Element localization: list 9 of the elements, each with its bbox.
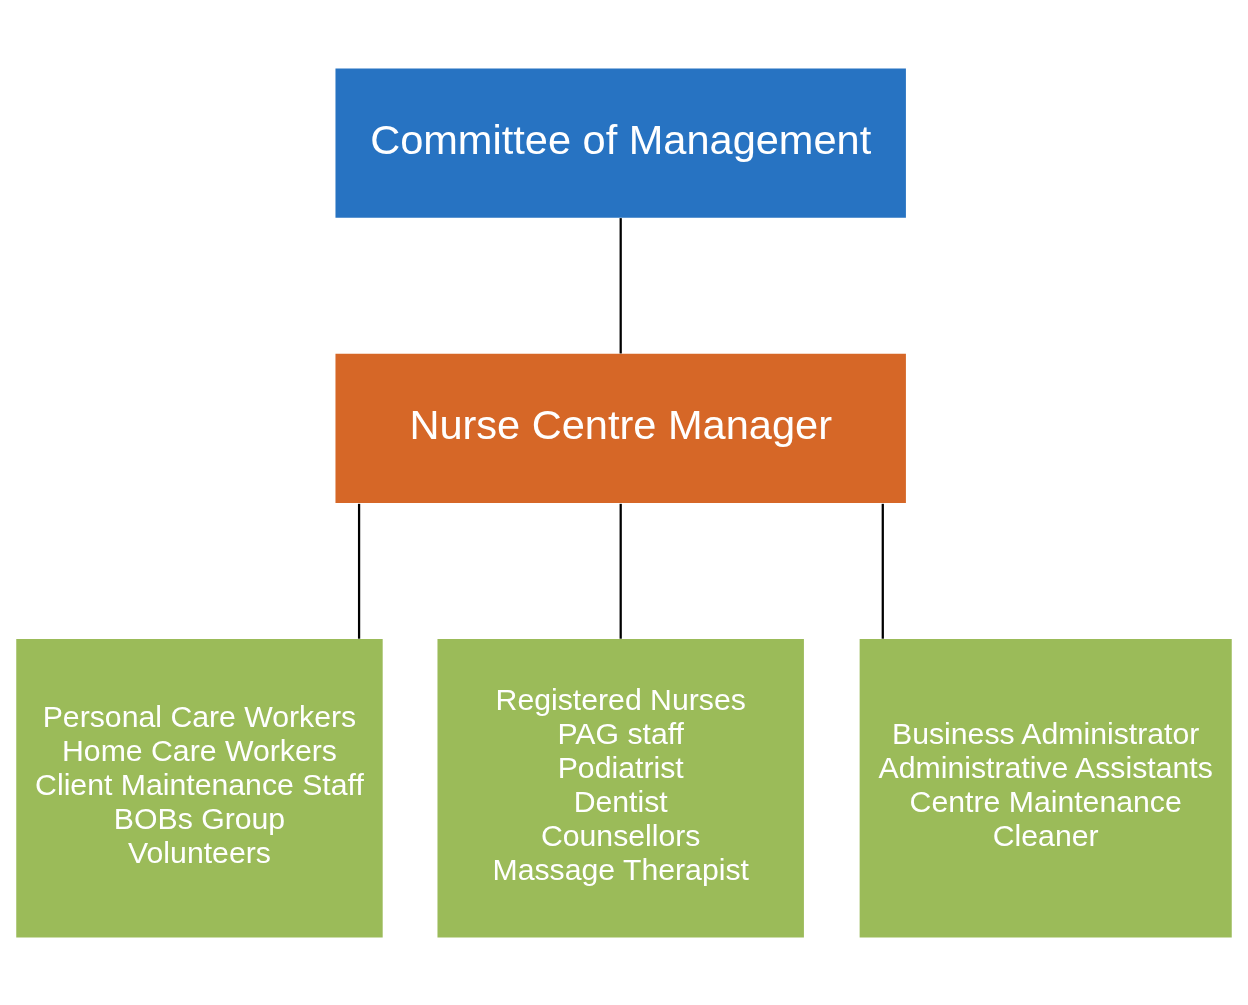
connector [619, 503, 622, 639]
node-box: Personal Care Workers Home Care Workers Client Maintenance Staff BOBs Group Volunteers [16, 638, 383, 937]
node-box: Registered Nurses PAG staff Podiatrist Dentist Counsellors Massage Therapist [437, 638, 804, 937]
connector [619, 217, 622, 353]
node-box: Committee of Management [335, 68, 906, 218]
connector [357, 503, 361, 639]
node-box: Business Administrator Administrative Assistants Centre Maintenance Cleaner [859, 638, 1232, 937]
node-box: Nurse Centre Manager [335, 353, 906, 503]
connector [881, 503, 884, 639]
